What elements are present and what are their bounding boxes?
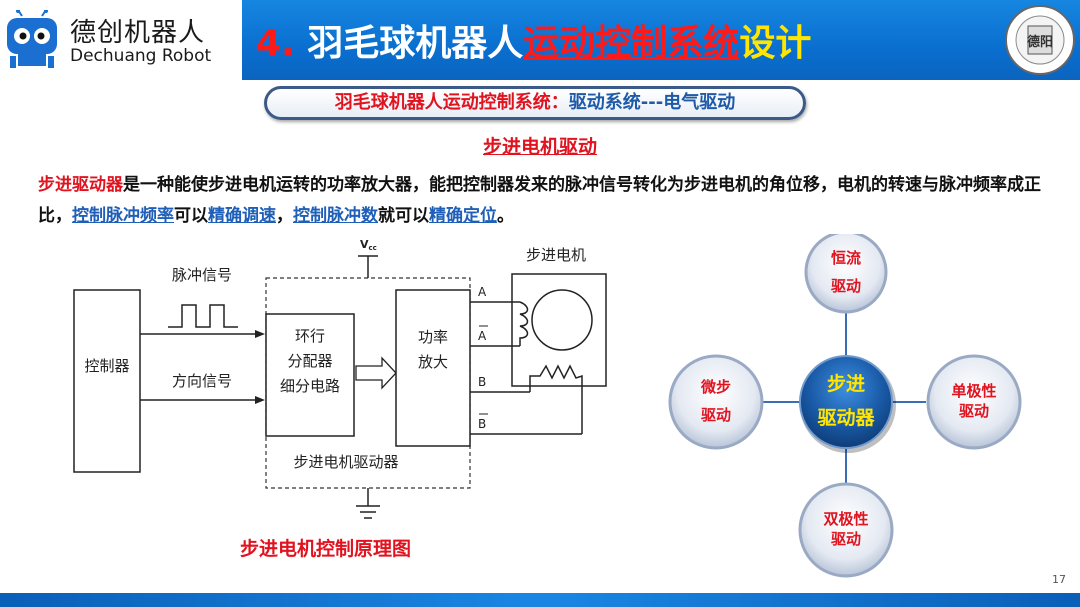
robot-logo-icon bbox=[7, 10, 57, 68]
bubble-constant-current bbox=[804, 234, 888, 314]
page-title: 4. 羽毛球机器人运动控制系统设计 bbox=[256, 14, 811, 66]
header-bar: 德创机器人 Dechuang Robot 4. 羽毛球机器人运动控制系统设计 德… bbox=[0, 0, 1080, 80]
distributor-label-3: 细分电路 bbox=[280, 377, 340, 395]
controller-label: 控制器 bbox=[84, 357, 129, 375]
distributor-box bbox=[265, 313, 355, 437]
para-text-1: 是一种能使步进电机运转的功率放大器，能把控制器发来的脉冲信号转化为步进电机的角位… bbox=[38, 175, 1041, 226]
bubble-bottom-line2: 驱动 bbox=[831, 530, 861, 548]
diagram-caption: 步进电机控制原理图 bbox=[240, 538, 412, 560]
para-link-speed[interactable]: 精确调速 bbox=[208, 206, 276, 226]
title-part-3: 设计 bbox=[739, 23, 812, 64]
phase-a-bar-label: A bbox=[478, 329, 487, 343]
university-seal-icon: 德阳 bbox=[1005, 5, 1075, 75]
bubble-left-line2: 驱动 bbox=[701, 406, 731, 424]
amplifier-box bbox=[395, 289, 471, 447]
motor-rotor bbox=[531, 289, 593, 351]
driver-types-diagram: 恒流 驱动 微步 驱动 单极性 驱动 双极性 驱动 步进 驱动器 bbox=[668, 234, 1022, 578]
title-part-2: 运动控制系统 bbox=[523, 23, 740, 64]
brand-name-en: Dechuang Robot bbox=[70, 46, 212, 66]
logo-area: 德创机器人 Dechuang Robot bbox=[0, 0, 242, 80]
distributor-label-2: 分配器 bbox=[287, 352, 332, 370]
subtitle-part-1: 羽毛球机器人运动控制系统： bbox=[334, 92, 569, 113]
motor-label: 步进电机 bbox=[526, 246, 586, 264]
amplifier-label-1: 功率 bbox=[418, 328, 448, 346]
phase-a-label: A bbox=[478, 285, 487, 299]
bubble-bipolar bbox=[798, 482, 894, 578]
para-text-2: 可以 bbox=[174, 206, 208, 226]
para-link-pulse-count[interactable]: 控制脉冲数 bbox=[293, 206, 378, 226]
phase-b-label: B bbox=[478, 375, 486, 389]
phase-b-bar-label: B bbox=[478, 417, 486, 431]
para-term-driver: 步进驱动器 bbox=[38, 175, 123, 195]
bubble-microstep bbox=[668, 354, 764, 450]
para-text-3: ， bbox=[276, 206, 293, 226]
para-link-pulse-freq[interactable]: 控制脉冲频率 bbox=[72, 206, 174, 226]
footer-bar bbox=[0, 593, 1080, 607]
bubble-top-line1: 恒流 bbox=[831, 249, 861, 267]
para-text-5: 。 bbox=[497, 206, 514, 226]
vcc-sub: cc bbox=[369, 244, 377, 252]
bubble-right-line1: 单极性 bbox=[951, 382, 996, 400]
title-number: 4. bbox=[256, 23, 295, 64]
coil-b bbox=[529, 364, 583, 434]
bubble-unipolar bbox=[926, 354, 1022, 450]
controller-box bbox=[73, 289, 141, 473]
bubble-stepper-driver bbox=[799, 355, 893, 449]
bubble-left-line1: 微步 bbox=[700, 378, 731, 396]
bubble-top-line2: 驱动 bbox=[831, 277, 861, 295]
brand-name-cn: 德创机器人 bbox=[70, 18, 206, 48]
pulse-signal-label: 脉冲信号 bbox=[172, 266, 232, 284]
vcc-label: Vcc bbox=[360, 238, 377, 252]
driver-label: 步进电机驱动器 bbox=[293, 453, 398, 471]
pulse-waveform bbox=[168, 304, 238, 328]
bubble-center-line2: 驱动器 bbox=[817, 407, 875, 429]
vcc-main: V bbox=[360, 238, 369, 251]
subtitle-pill: 羽毛球机器人运动控制系统：驱动系统---电气驱动 bbox=[264, 86, 806, 120]
section-title: 步进电机驱动 bbox=[482, 136, 597, 158]
pulse-arrow-head bbox=[255, 330, 265, 338]
amplifier-label-2: 放大 bbox=[418, 353, 448, 371]
bubble-right-line2: 驱动 bbox=[959, 402, 989, 420]
para-text-4: 就可以 bbox=[378, 206, 429, 226]
bubble-center-line1: 步进 bbox=[827, 373, 865, 395]
hollow-arrow bbox=[355, 356, 397, 390]
coil-a bbox=[519, 301, 529, 346]
bubble-bottom-line1: 双极性 bbox=[823, 510, 868, 528]
distributor-label-1: 环行 bbox=[295, 327, 325, 345]
direction-arrow-head bbox=[255, 396, 265, 404]
direction-signal-label: 方向信号 bbox=[172, 372, 232, 390]
seal-text: 德阳 bbox=[1027, 34, 1053, 50]
para-link-position[interactable]: 精确定位 bbox=[429, 206, 497, 226]
title-part-1: 羽毛球机器人 bbox=[307, 23, 524, 64]
subtitle-part-2: 驱动系统---电气驱动 bbox=[568, 92, 736, 113]
description-paragraph: 步进驱动器是一种能使步进电机运转的功率放大器，能把控制器发来的脉冲信号转化为步进… bbox=[38, 170, 1048, 232]
page-number: 17 bbox=[1052, 573, 1066, 586]
stepper-control-diagram: 控制器 脉冲信号 方向信号 步进电机驱动器 Vcc 环行 分配器 细分电路 功率… bbox=[73, 238, 607, 519]
